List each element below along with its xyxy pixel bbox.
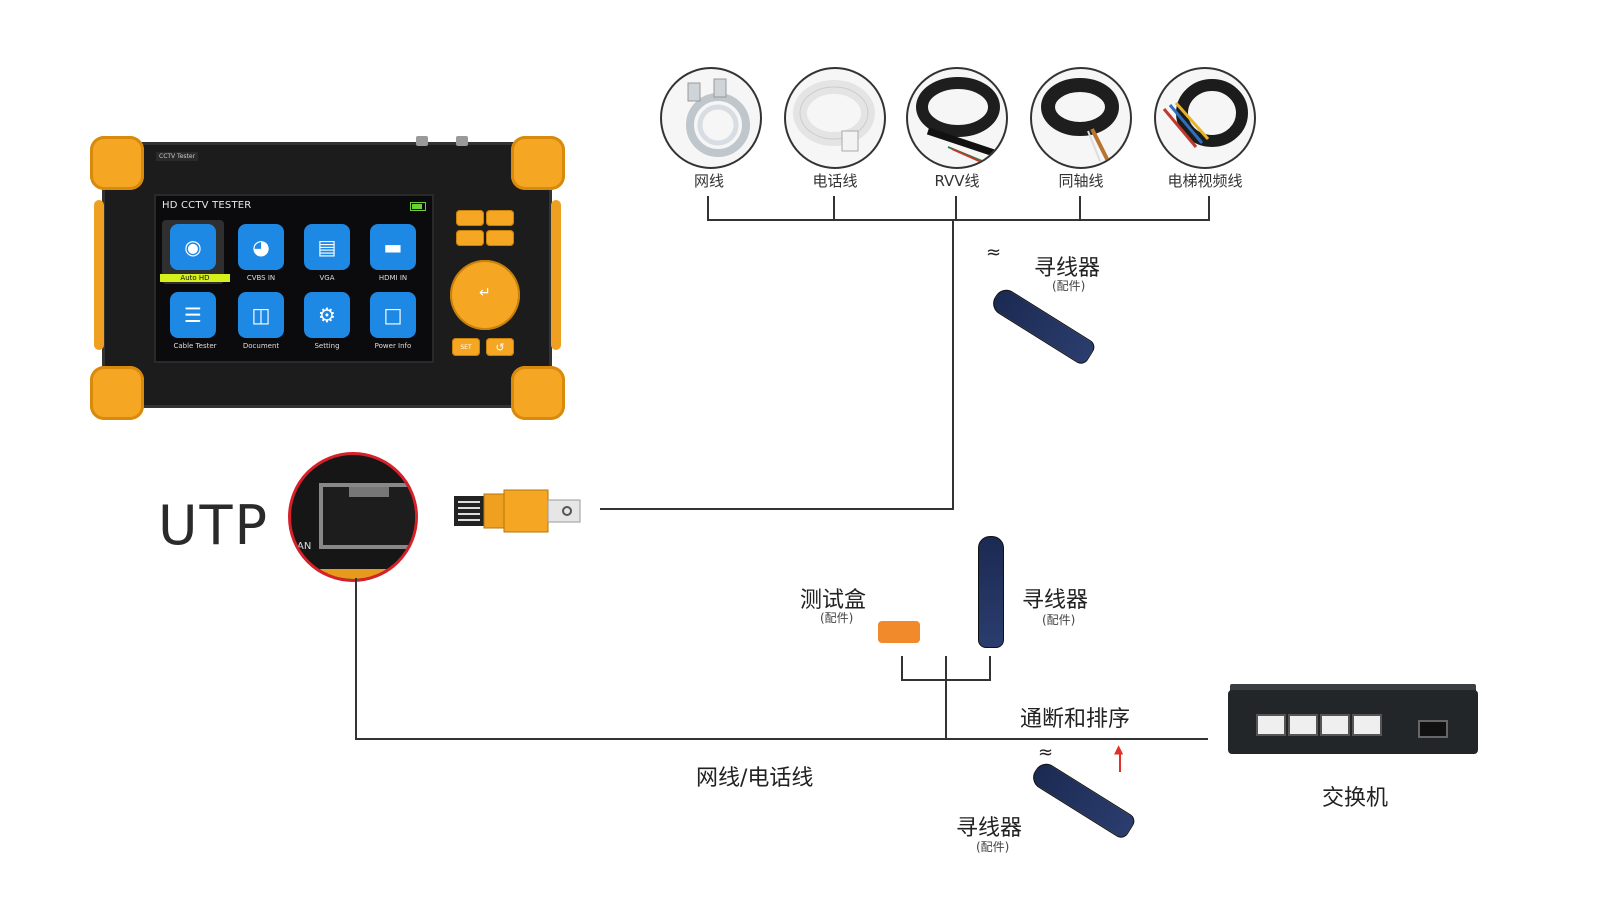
zoom-button[interactable]: [486, 210, 514, 226]
device-bumper-edge: [291, 569, 415, 579]
battery-icon: [410, 202, 426, 211]
test-box-icon: [878, 621, 920, 643]
elevator-cable-image: [1162, 79, 1248, 148]
connector-line: [1208, 196, 1210, 220]
wire-tracer-probe: [978, 536, 1004, 648]
dome-camera-icon[interactable]: ◕: [238, 224, 284, 270]
rj45-port-zoom: AN: [288, 452, 418, 582]
network-cable-image: [686, 78, 750, 157]
continuity-label: 通断和排序: [1020, 707, 1131, 732]
focus-button[interactable]: [456, 230, 484, 246]
test-box-sub-label: (配件): [820, 611, 854, 625]
device-corner-bumper: [511, 366, 565, 420]
cable-type-label: 网线/电话线: [696, 766, 814, 791]
port-label: AN: [297, 541, 312, 552]
cable-label: 同轴线: [1058, 172, 1104, 190]
app-label: Document: [242, 342, 280, 350]
connector-line: [1079, 196, 1081, 220]
connector-line: [707, 196, 709, 220]
gear-icon[interactable]: ⚙: [304, 292, 350, 338]
cable-label: 电话线: [812, 172, 858, 190]
bnc-port-icon: [456, 136, 468, 146]
connector-line: [707, 219, 1210, 221]
device-side-grip: [94, 200, 104, 350]
rj45-to-bnc-adapter-icon: [454, 489, 581, 533]
rvv-cable-image: [916, 77, 1000, 166]
rj45-latch: [349, 487, 389, 497]
screen-title: HD CCTV TESTER: [162, 200, 252, 211]
test-box-label: 测试盒: [800, 588, 867, 613]
zoom-button[interactable]: [456, 210, 484, 226]
tracer-label: 寻线器: [1022, 588, 1089, 613]
device-brand: CCTV Tester: [156, 152, 199, 161]
device-corner-bumper: [90, 136, 144, 190]
connector-line: [989, 656, 991, 680]
power-icon[interactable]: □: [370, 292, 416, 338]
bnc-port-icon: [416, 136, 428, 146]
hdmi-icon[interactable]: ▬: [370, 224, 416, 270]
device-corner-bumper: [511, 136, 565, 190]
red-arrow-line: [1119, 750, 1121, 772]
elevator-cable-icon: [1154, 67, 1256, 169]
connector-line: [600, 508, 954, 510]
cable-label: RVV线: [934, 172, 980, 190]
app-label: CVBS IN: [246, 274, 276, 282]
phone-cable-image: [793, 80, 875, 152]
connector-line: [355, 578, 357, 739]
phone-cable-icon: [784, 67, 886, 169]
network-cable-icon: [660, 67, 762, 169]
app-label: HDMI IN: [378, 274, 408, 282]
coax-cable-image: [1041, 78, 1119, 162]
switch-port-icon: [1352, 714, 1382, 736]
app-label: Auto HD: [160, 274, 230, 282]
sfp-port-icon: [1418, 720, 1448, 738]
utp-label: UTP: [158, 494, 270, 557]
app-label: Power Info: [374, 342, 412, 350]
device-corner-bumper: [90, 366, 144, 420]
arrow-up-icon: ▲: [1114, 742, 1124, 756]
coax-cable-icon: [1030, 67, 1132, 169]
dpad-control[interactable]: ↵: [450, 260, 520, 330]
switch-port-icon: [1288, 714, 1318, 736]
device-side-grip: [551, 200, 561, 350]
focus-button[interactable]: [486, 230, 514, 246]
wire-tracer-probe: [1028, 759, 1138, 841]
back-button[interactable]: ↺: [486, 338, 514, 356]
vga-icon[interactable]: ▤: [304, 224, 350, 270]
connector-line: [355, 738, 1208, 740]
wifi-signal-icon: ≈: [1038, 742, 1054, 763]
connector-line: [955, 196, 957, 220]
folder-icon[interactable]: ◫: [238, 292, 284, 338]
cable-label: 电梯视频线: [1167, 172, 1243, 190]
connector-line: [945, 656, 947, 740]
rj45-port-icon: [319, 483, 415, 549]
cctv-tester-device: CCTV Tester HD CCTV TESTER ◉ Auto HD ◕ C…: [90, 130, 565, 420]
connector-line: [952, 219, 954, 509]
tracer-sub-label: (配件): [1042, 613, 1076, 627]
enter-icon: ↵: [479, 285, 491, 301]
cable-icon[interactable]: ☰: [170, 292, 216, 338]
connector-line: [901, 656, 903, 680]
switch-port-icon: [1320, 714, 1350, 736]
camera-icon[interactable]: ◉: [170, 224, 216, 270]
tracer-sub-label: (配件): [1052, 279, 1086, 293]
device-screen: HD CCTV TESTER ◉ Auto HD ◕ CVBS IN ▤ VGA…: [154, 194, 434, 363]
app-label: Setting: [314, 342, 340, 350]
network-switch-icon: [1228, 690, 1478, 754]
wire-tracer-probe: [988, 285, 1098, 367]
wifi-signal-icon: ≈: [986, 242, 1002, 263]
app-label: VGA: [319, 274, 335, 282]
switch-port-icon: [1256, 714, 1286, 736]
tracer-label: 寻线器: [956, 816, 1023, 841]
rvv-cable-icon: [906, 67, 1008, 169]
cable-label: 网线: [693, 172, 724, 190]
tracer-label: 寻线器: [1034, 256, 1101, 281]
switch-label: 交换机: [1322, 786, 1389, 811]
set-button[interactable]: SET: [452, 338, 480, 356]
connector-line: [833, 196, 835, 220]
tracer-sub-label: (配件): [976, 840, 1010, 854]
app-label: Cable Tester: [173, 342, 217, 350]
